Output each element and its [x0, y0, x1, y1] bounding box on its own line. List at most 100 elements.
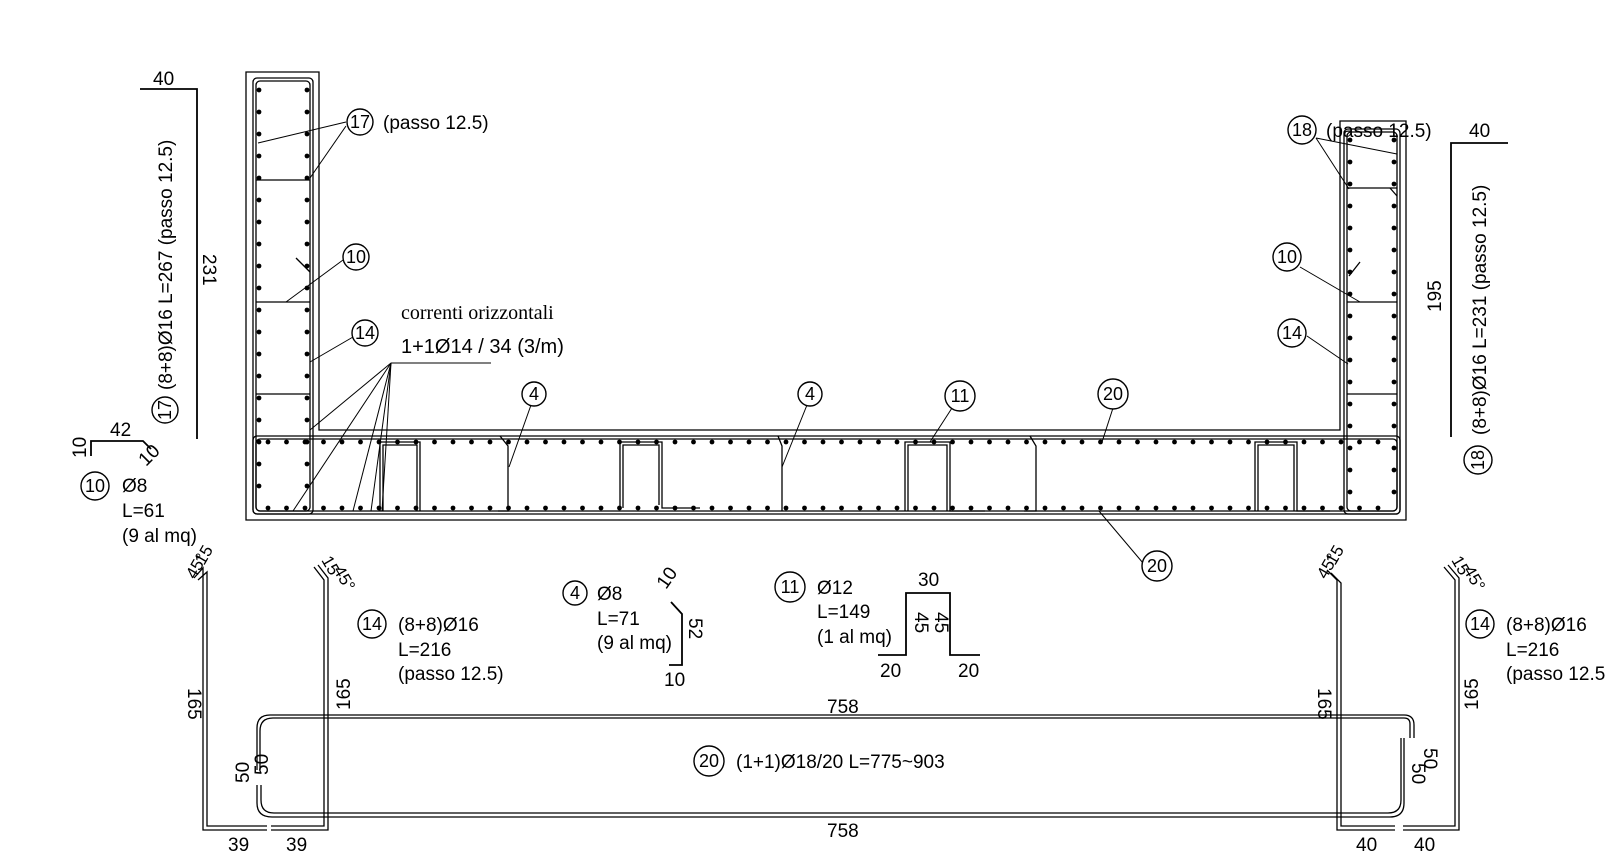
rebar-dot [1347, 269, 1353, 275]
rebar-dot [1005, 505, 1011, 511]
rebar-dot [765, 505, 770, 511]
bar-11-qty: (1 al mq) [817, 627, 892, 648]
rebar-dot [672, 505, 678, 511]
rebar-dot [1338, 439, 1344, 445]
rebar-dot [256, 153, 262, 159]
bar-14-right-passo: (passo 12.5 [1506, 664, 1605, 685]
bar-4-length: L=71 [597, 609, 640, 630]
bar-11-dim-l: 20 [880, 661, 901, 682]
svg-text:10: 10 [1277, 247, 1297, 267]
svg-text:20: 20 [699, 751, 719, 771]
rebar-dot [820, 505, 826, 511]
rebar-dot [1024, 505, 1029, 511]
rebar-dot [709, 439, 715, 445]
rebar-dot [987, 505, 992, 511]
rebar-dot [256, 417, 262, 423]
rebar-dot [284, 505, 289, 511]
rebar-dot [1172, 505, 1177, 511]
rebar-dot [1347, 489, 1353, 495]
rebar-dot [968, 439, 974, 445]
bar-11-diam: Ø12 [817, 578, 853, 599]
rebar-dot [1190, 505, 1196, 511]
rebar-dot [1391, 291, 1397, 297]
rebar-dot [950, 505, 955, 511]
rebar-dot [524, 439, 530, 445]
rebar-dot [709, 505, 715, 511]
slab-stirrups [379, 441, 1330, 512]
left-wall-ties [256, 179, 311, 395]
rebar-dot [913, 439, 918, 445]
passo-17-label: (passo 12.5) [383, 113, 489, 134]
rebar-dot [413, 439, 419, 445]
tag-18: 18 [1287, 115, 1317, 145]
rebar-dot [256, 175, 262, 181]
rebar-dot [524, 505, 530, 511]
rebar-dot [561, 439, 567, 445]
correnti-spec: 1+1Ø14 / 34 (3/m) [401, 336, 564, 358]
rebar-dot [820, 439, 826, 445]
svg-text:11: 11 [781, 577, 800, 597]
leader-11 [929, 407, 953, 443]
rebar-dot [1391, 401, 1397, 407]
svg-text:20: 20 [1147, 556, 1167, 576]
rebar-dot [1375, 439, 1381, 445]
tag-4-b: 4 [797, 381, 823, 407]
rebar-dot [1338, 505, 1344, 511]
tag-20-top: 20 [1097, 378, 1129, 410]
rebar-dot [802, 505, 807, 511]
leader-14-right [1306, 335, 1349, 365]
leader-10-left [285, 259, 344, 303]
rebar-dot [1246, 505, 1251, 511]
rebar-dot [304, 241, 310, 247]
rebar-dot [1209, 505, 1214, 511]
correnti-leaders [292, 362, 491, 512]
leader-18 [1315, 137, 1398, 190]
rebar-dot [304, 153, 310, 159]
leg-bar-left-2 [271, 564, 329, 831]
bar-10-shape [90, 440, 152, 456]
rebar-dot [598, 439, 604, 445]
leg-bar-right-2 [1403, 564, 1460, 831]
rebar-dot [1301, 439, 1307, 445]
rebar-dot [256, 285, 262, 291]
bar-20-bottom-length: 758 [827, 821, 859, 842]
rebar-dot [783, 439, 789, 445]
rebar-dot [256, 197, 262, 203]
rebar-dot [1391, 137, 1397, 143]
rebar-dot [950, 439, 955, 445]
bar-17-shape [140, 88, 198, 439]
rebar-dot [1347, 181, 1353, 187]
rebar-dot [691, 439, 696, 445]
rebar-dot [1246, 439, 1251, 445]
bar-14-left-spec: (8+8)Ø16 [398, 615, 479, 636]
rebar-dot [617, 439, 622, 445]
rebar-dot [1153, 439, 1159, 445]
svg-text:18: 18 [1468, 450, 1488, 470]
rebar-dot [802, 439, 807, 445]
rebar-dot [1391, 423, 1397, 429]
rebar-dot [487, 439, 493, 445]
rebar-dot [256, 329, 262, 335]
rebar-dot [1347, 335, 1353, 341]
tag-14-legend-right: 14 [1465, 609, 1495, 639]
rebar-dot [469, 505, 474, 511]
rebar-dot [304, 461, 310, 467]
section-outline [245, 71, 1407, 521]
rebar-dot [304, 395, 310, 401]
rebar-dot [765, 439, 770, 445]
rebar-dot [931, 505, 937, 511]
rebar-dot [1391, 269, 1397, 275]
rebar-dot [1347, 137, 1353, 143]
rebar-dot [304, 87, 310, 93]
rebar-dot [1347, 247, 1353, 253]
rebar-dot [256, 395, 262, 401]
rebar-dot [450, 439, 456, 445]
rebar-dot [894, 439, 900, 445]
rebar-dot [857, 505, 863, 511]
rebar-dot [654, 439, 659, 445]
rebar-dot [839, 439, 844, 445]
bar-20-right-h1: 50 [1407, 763, 1428, 784]
slab-ties [498, 435, 1037, 512]
rebar-dot [1357, 505, 1362, 511]
svg-text:14: 14 [1470, 614, 1490, 634]
